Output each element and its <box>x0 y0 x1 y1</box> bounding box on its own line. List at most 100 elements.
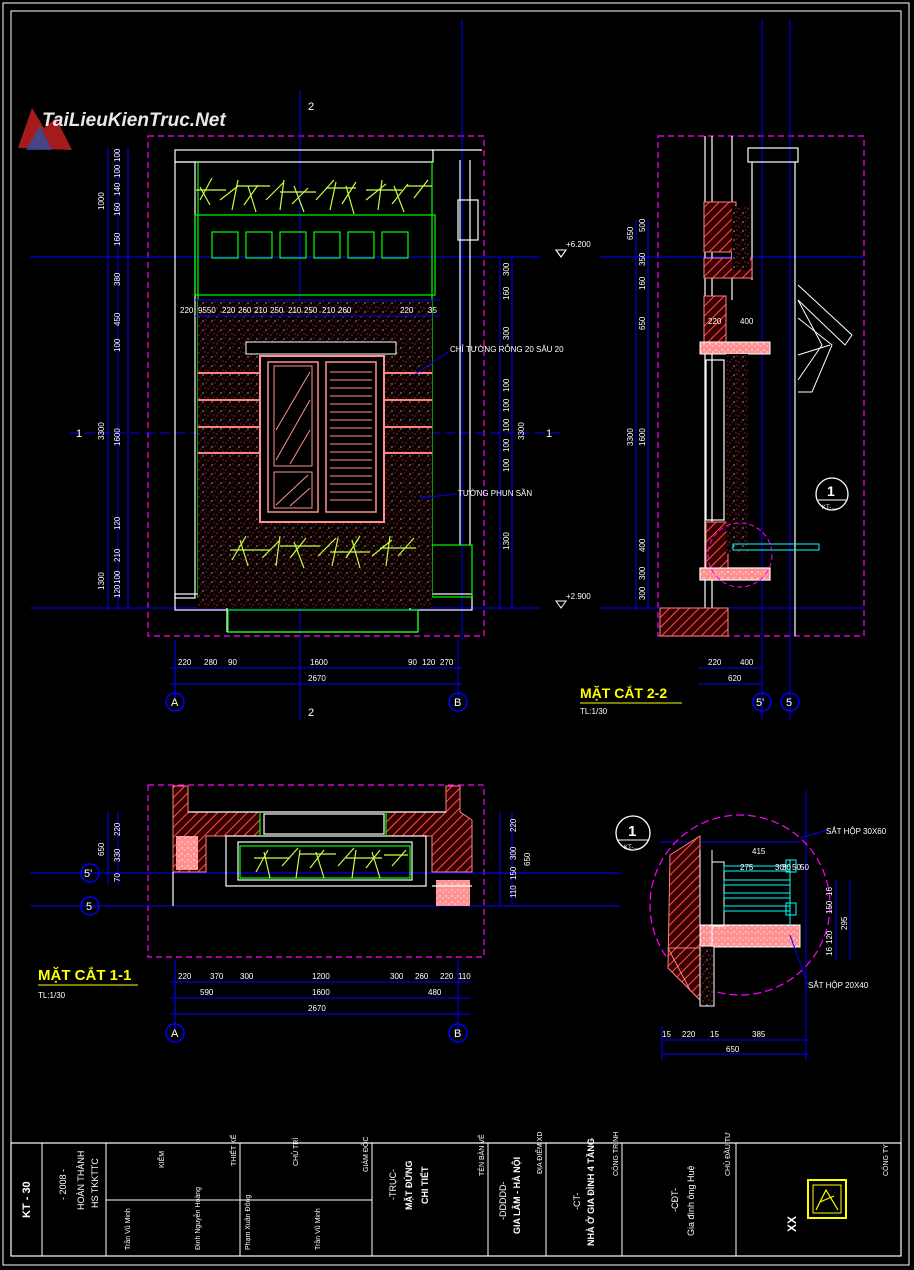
svg-text:3300: 3300 <box>626 428 635 446</box>
svg-text:220: 220 <box>180 306 194 315</box>
detail-label-bottom: SẮT HỘP 20X40 <box>808 981 869 990</box>
window-frame <box>259 355 385 523</box>
svg-text:480: 480 <box>428 988 442 997</box>
svg-text:Đinh Nguyễn Hoàng: Đinh Nguyễn Hoàng <box>193 1187 202 1250</box>
svg-text:260: 260 <box>338 306 352 315</box>
svg-text:160: 160 <box>113 232 122 246</box>
axis-bubble-5prime: 5' <box>752 692 772 712</box>
callout-wall-text: TƯỜNG PHUN SẦN <box>458 488 532 498</box>
title-block: KT - 30 HS TKKTTC HOÀN THÀNH - 2008 - KI… <box>10 1132 902 1257</box>
svg-text:1300: 1300 <box>97 572 106 590</box>
svg-text:50: 50 <box>800 863 809 872</box>
svg-text:260: 260 <box>415 972 429 981</box>
svg-text:100: 100 <box>113 338 122 352</box>
svg-text:300: 300 <box>502 326 511 340</box>
svg-text:1: 1 <box>628 823 636 840</box>
svg-text:120: 120 <box>422 658 436 667</box>
svg-text:280: 280 <box>204 658 218 667</box>
svg-text:220: 220 <box>178 972 192 981</box>
svg-text:650: 650 <box>626 226 635 240</box>
svg-text:300: 300 <box>638 586 647 600</box>
svg-text:110: 110 <box>458 972 471 981</box>
svg-text:HOÀN THÀNH: HOÀN THÀNH <box>76 1151 86 1210</box>
svg-text:70: 70 <box>113 873 122 882</box>
detail-bubble: 1 KT-... <box>615 815 651 851</box>
section-mark-bottom: 2 <box>308 707 314 719</box>
bottom-dims: 220 280 90 1600 90 120 270 2670 <box>178 658 454 683</box>
grid-mark-right: 1 <box>546 428 552 440</box>
watermark-text: TaiLieuKienTruc.Net <box>42 110 226 131</box>
svg-text:250: 250 <box>270 306 284 315</box>
svg-text:380: 380 <box>113 272 122 286</box>
svg-text:295: 295 <box>840 916 849 930</box>
svg-text:-DDDDD-: -DDDDD- <box>498 1182 508 1221</box>
left-dim-texts: 100 100 140 160 160 380 450 100 1600 120… <box>97 148 122 598</box>
svg-text:300: 300 <box>502 262 511 276</box>
level-marker-bottom: +2.900 <box>555 592 591 609</box>
svg-text:350: 350 <box>638 252 647 266</box>
svg-text:160: 160 <box>113 202 122 216</box>
elevation-viewport <box>147 135 485 637</box>
svg-text:Trần Vũ Minh: Trần Vũ Minh <box>123 1208 132 1250</box>
svg-text:100: 100 <box>113 148 122 162</box>
svg-text:Trần Vũ Minh: Trần Vũ Minh <box>313 1208 322 1250</box>
svg-text:385: 385 <box>752 1030 766 1039</box>
svg-text:XX: XX <box>785 1216 799 1232</box>
detail-labels: SẮT HỘP 30X60 SẮT HỘP 20X40 <box>808 827 887 990</box>
svg-text:15: 15 <box>662 1030 671 1039</box>
svg-text:-TRỤC-: -TRỤC- <box>388 1169 398 1200</box>
svg-text:1300: 1300 <box>502 532 511 550</box>
svg-text:400: 400 <box>638 538 647 552</box>
svg-text:220: 220 <box>178 658 192 667</box>
svg-text:KT-...: KT-... <box>822 505 837 511</box>
svg-text:5: 5 <box>86 901 92 913</box>
axis-bubble-b: B <box>448 692 468 712</box>
svg-text:CHỦ ĐẦU TƯ: CHỦ ĐẦU TƯ <box>722 1132 732 1176</box>
detail-boundary-circle <box>649 814 831 996</box>
svg-text:100: 100 <box>113 164 122 178</box>
svg-text:260: 260 <box>238 306 252 315</box>
svg-text:110: 110 <box>509 885 518 898</box>
svg-text:5': 5' <box>756 697 764 709</box>
section-1-1-view: 220 330 650 70 220 300 150 110 650 220 3… <box>30 784 620 1043</box>
axis-bubble-5: 5 <box>780 692 800 712</box>
section-2-2-dims: 650 500 350 160 650 3300 1600 400 300 30… <box>626 218 754 683</box>
svg-text:MẶT CẮT 2-2: MẶT CẮT 2-2 <box>580 684 667 701</box>
svg-text:1000: 1000 <box>97 192 106 210</box>
svg-text:KT-...: KT-... <box>624 845 639 851</box>
section-2-2-title: MẶT CẮT 2-2 TL:1/30 <box>580 684 682 716</box>
svg-text:270: 270 <box>440 658 454 667</box>
svg-text:50: 50 <box>792 863 801 872</box>
svg-text:1600: 1600 <box>312 988 330 997</box>
sheet-number: KT - 30 <box>21 1181 33 1218</box>
svg-text:150: 150 <box>825 900 834 914</box>
callout-hole-text: CHỈ TƯỜNG RỖNG 20 SÂU 20 <box>450 345 564 354</box>
svg-text:90: 90 <box>408 658 417 667</box>
svg-text:Phạm Xuân Đông: Phạm Xuân Đông <box>245 1195 252 1250</box>
section-1-1-dims: 220 330 650 70 220 300 150 110 650 220 3… <box>97 818 532 1013</box>
svg-text:330: 330 <box>113 848 122 862</box>
watermark-logo: TaiLieuKienTruc.Net <box>18 108 226 150</box>
axis-bubble-plan-5prime: 5' <box>80 863 100 883</box>
svg-text:220: 220 <box>708 658 722 667</box>
planter-foliage-top <box>196 177 432 215</box>
svg-text:1600: 1600 <box>638 428 647 446</box>
svg-text:160: 160 <box>638 276 647 290</box>
svg-text:100: 100 <box>502 398 511 412</box>
svg-text:1600: 1600 <box>310 658 328 667</box>
svg-text:650: 650 <box>638 316 647 330</box>
svg-text:KIỂM: KIỂM <box>157 1151 166 1168</box>
svg-text:150: 150 <box>509 866 518 880</box>
detail-label-top: SẮT HỘP 30X60 <box>826 827 887 836</box>
svg-text:GIA LÂM - HÀ NỘI: GIA LÂM - HÀ NỘI <box>511 1157 522 1234</box>
svg-text:300: 300 <box>509 846 518 860</box>
svg-text:2670: 2670 <box>308 1004 326 1013</box>
svg-text:100: 100 <box>502 418 511 432</box>
svg-text:ĐỊA ĐIỂM XD: ĐỊA ĐIỂM XD <box>535 1132 544 1174</box>
svg-text:16: 16 <box>825 887 834 896</box>
svg-text:370: 370 <box>210 972 224 981</box>
svg-text:9550: 9550 <box>198 306 216 315</box>
svg-text:90: 90 <box>228 658 237 667</box>
